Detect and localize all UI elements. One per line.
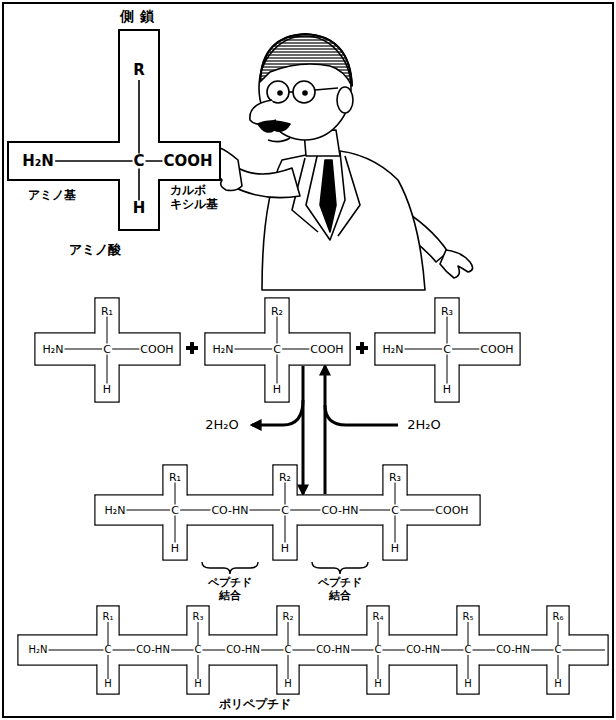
formula-text: H (170, 543, 180, 554)
formula-text: H (280, 543, 290, 554)
scientist-cartoon (217, 34, 473, 290)
formula-text: R₂ (270, 306, 284, 317)
formula-text: CO-HN (315, 645, 351, 655)
formula-text: H (390, 543, 400, 554)
formula-text: H (553, 679, 563, 689)
formula-text: H₂N (104, 505, 127, 516)
formula-text: H (373, 679, 383, 689)
frame (3, 3, 613, 717)
formula-text: R₁ (168, 472, 182, 483)
formula-text: COOH (479, 344, 514, 355)
plus-symbol (186, 342, 368, 354)
formula-text: CO-HN (135, 645, 171, 655)
caption-label: 側鎖 (120, 8, 160, 24)
caption-label: アミノ基 (28, 189, 76, 203)
formula-text: H (283, 679, 293, 689)
formula-text: C (464, 645, 473, 655)
formula-text: H (463, 679, 473, 689)
amino-acid-shape: R₁ R₃ R₂ R₄ R₅ R₆ H₂N C CO-HN C CO-HN C CO-HN C CO-HN C… (18, 606, 608, 694)
formula-text: H₂N (21, 154, 55, 169)
reaction-arrow (324, 366, 327, 494)
formula-text: C (442, 344, 452, 355)
caption-label: ペプチド 結合 (314, 577, 366, 602)
reaction-arrow (302, 366, 305, 494)
caption-label: ポリペプチド (219, 698, 291, 712)
formula-text: H (103, 679, 113, 689)
formula-text: C (132, 154, 145, 169)
formula-text: R₂ (282, 612, 295, 622)
formula-text: H₂N (42, 344, 65, 355)
formula-text: H (272, 384, 282, 395)
water-label: 2H₂O (407, 418, 441, 433)
formula-text: H (132, 201, 147, 216)
amino-acid-shape: R₁ R₂ R₃ H₂N C CO-HN C CO-HN C COOH H H H (95, 465, 480, 560)
caption-label: カルボ キシル基 (170, 184, 222, 212)
formula-text: C (170, 505, 180, 516)
formula-text: COOH (139, 344, 174, 355)
formula-text: C (390, 505, 400, 516)
formula-text: H (193, 679, 203, 689)
formula-text: H₂N (27, 645, 48, 655)
formula-text: R₃ (192, 612, 205, 622)
formula-text: R₃ (440, 306, 454, 317)
formula-text: H (102, 384, 112, 395)
brace (202, 562, 368, 574)
formula-text: C (102, 344, 112, 355)
formula-text: R₃ (388, 472, 402, 483)
formula-text: R₂ (278, 472, 292, 483)
water-label: 2H₂O (205, 418, 239, 433)
formula-text: C (374, 645, 383, 655)
formula-text: CO-HN (225, 645, 261, 655)
formula-text: CO-HN (210, 505, 249, 516)
formula-text: C (284, 645, 293, 655)
formula-text: R₆ (552, 612, 565, 622)
formula-text: COOH (162, 154, 213, 169)
formula-text: CO-HN (495, 645, 531, 655)
formula-text: R₁ (100, 306, 114, 317)
formula-text: R₄ (372, 612, 385, 622)
formula-text: H₂N (212, 344, 235, 355)
caption-label: アミノ酸 (69, 243, 121, 258)
formula-text: COOH (309, 344, 344, 355)
amino-acid-shape: R₁ H₂N C COOH H (35, 298, 180, 402)
formula-text: R₁ (102, 612, 115, 622)
formula-text: C (104, 645, 113, 655)
formula-text: R₅ (462, 612, 475, 622)
amino-acid-shape: R₃ H₂N C COOH H (375, 298, 520, 402)
formula-text: CO-HN (320, 505, 359, 516)
formula-text: R (132, 63, 146, 78)
formula-text: H (442, 384, 452, 395)
formula-text: C (280, 505, 290, 516)
formula-text: C (272, 344, 282, 355)
formula-text: CO-HN (405, 645, 441, 655)
formula-text: H₂N (382, 344, 405, 355)
formula-text: COOH (434, 505, 469, 516)
caption-label: ペプチド 結合 (204, 577, 256, 602)
formula-text: C (194, 645, 203, 655)
amino-acid-shape: R₂ H₂N C COOH H (205, 298, 350, 402)
formula-text: C (554, 645, 563, 655)
